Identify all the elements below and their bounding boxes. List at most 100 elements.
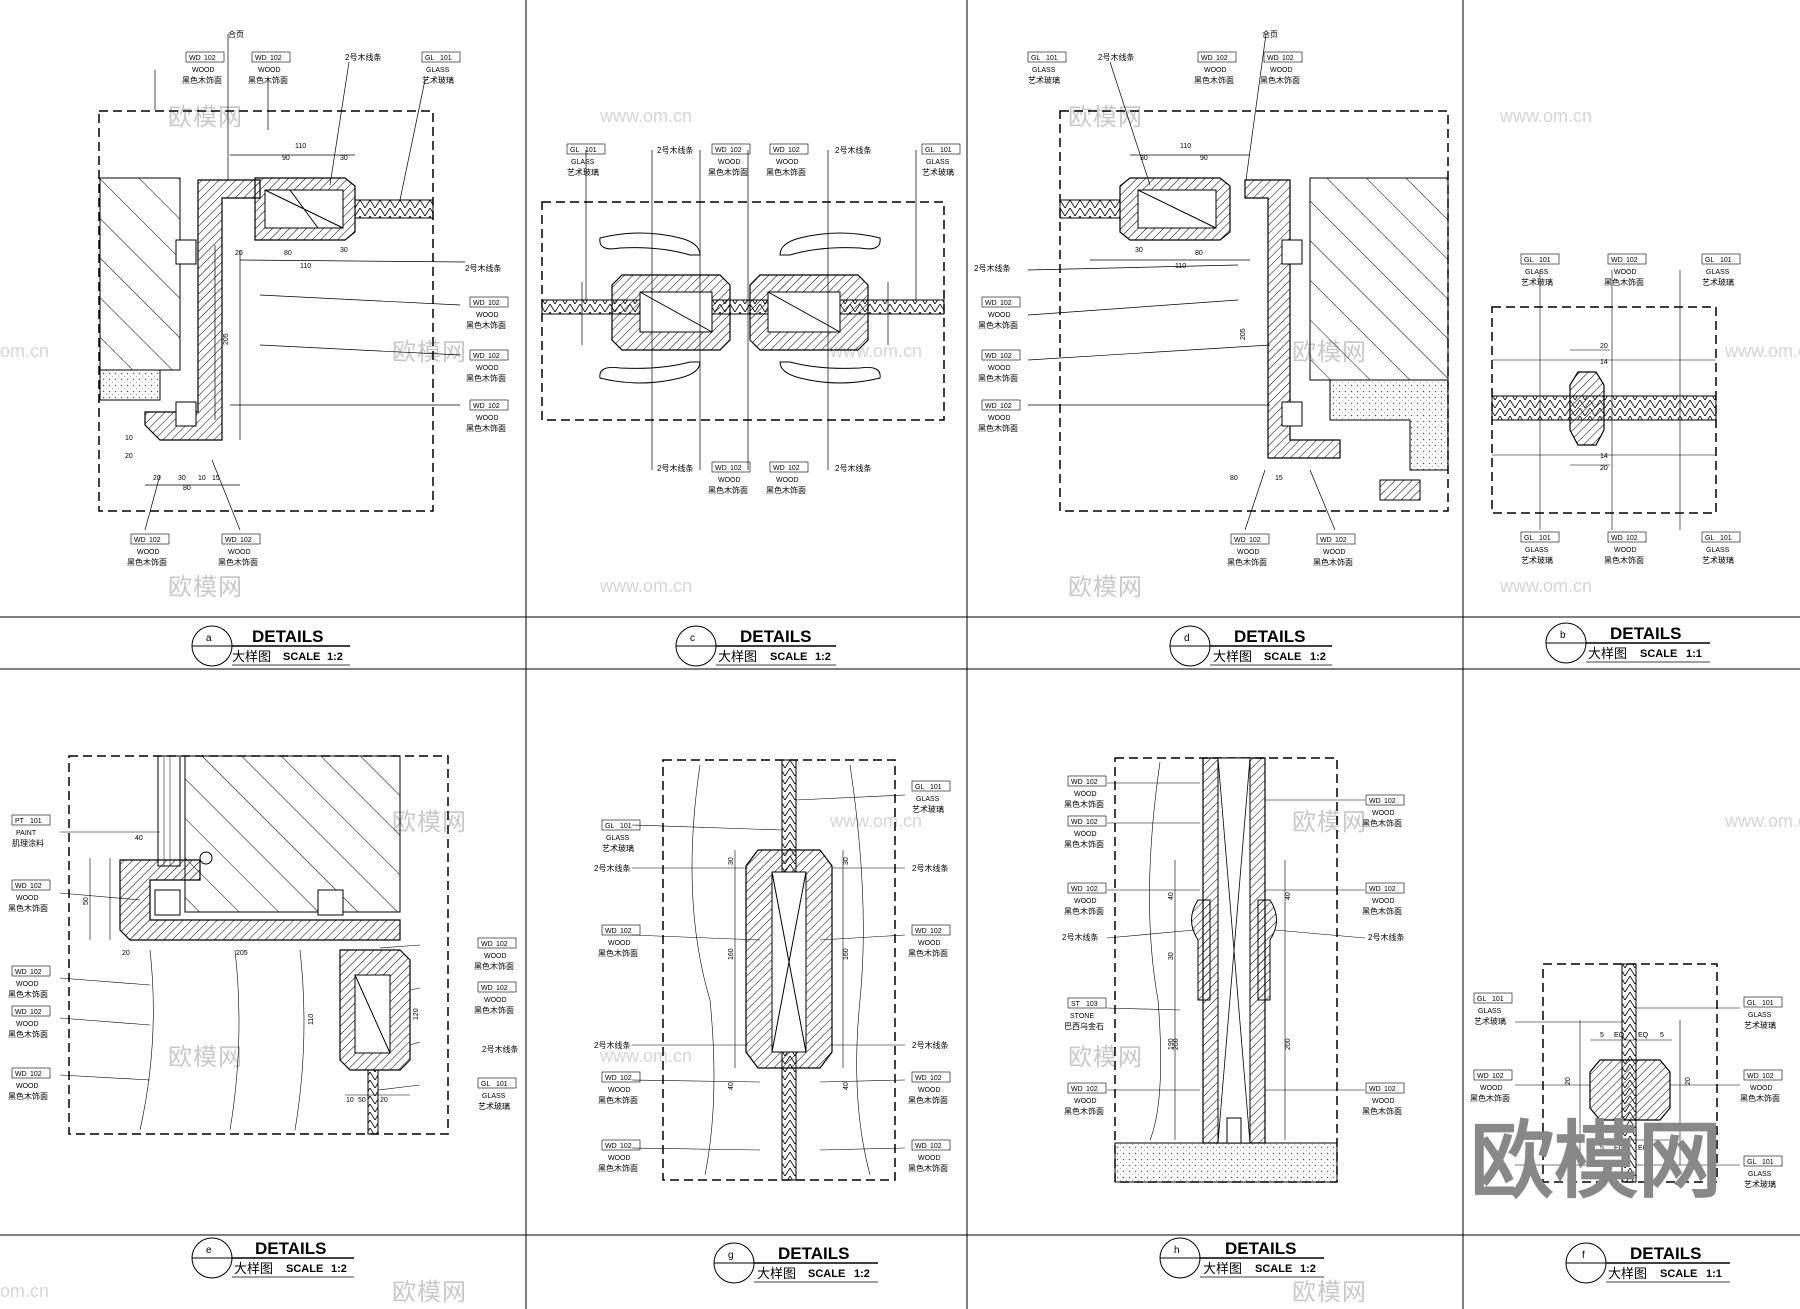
hinge-label: 合页 <box>1262 29 1278 39</box>
trim-label: 2号木线条 <box>1098 52 1134 62</box>
svg-text:102: 102 <box>620 928 632 935</box>
svg-text:WD: WD <box>473 300 485 307</box>
dim-label: 30 <box>1168 952 1175 960</box>
svg-text:GL: GL <box>925 147 934 154</box>
svg-text:101: 101 <box>440 55 452 62</box>
svg-text:101: 101 <box>930 784 942 791</box>
svg-text:WD: WD <box>773 465 785 472</box>
svg-text:WOOD: WOOD <box>16 1021 39 1028</box>
svg-text:GL: GL <box>570 147 579 154</box>
detail-subtitle: 大样图 <box>1203 1261 1242 1276</box>
svg-text:WD: WD <box>473 403 485 410</box>
svg-text:GLASS: GLASS <box>916 796 940 803</box>
scale-value: 1:1 <box>1706 1268 1722 1280</box>
trim-label: 2号木线条 <box>594 863 630 873</box>
detail-letter: h <box>1174 1245 1180 1256</box>
dim-label: 20 <box>1600 465 1608 472</box>
svg-text:WOOD: WOOD <box>608 1155 631 1162</box>
svg-text:WD: WD <box>1201 55 1213 62</box>
watermark-url: www.om.cn <box>829 811 922 831</box>
svg-text:WOOD: WOOD <box>137 549 160 556</box>
svg-text:黑色木饰面: 黑色木饰面 <box>1227 557 1267 567</box>
dim-label: 80 <box>284 250 292 257</box>
dim-label: 205 <box>1240 328 1247 340</box>
dim-label: 20 <box>122 950 130 957</box>
svg-text:WOOD: WOOD <box>988 365 1011 372</box>
svg-text:GLASS: GLASS <box>1478 1008 1502 1015</box>
svg-text:艺术玻璃: 艺术玻璃 <box>1521 277 1553 287</box>
svg-text:102: 102 <box>488 353 500 360</box>
trim-label: 2号木线条 <box>912 1040 948 1050</box>
svg-text:102: 102 <box>1384 886 1396 893</box>
dim-label: 110 <box>300 263 311 270</box>
svg-text:黑色木饰面: 黑色木饰面 <box>908 948 948 958</box>
svg-text:艺术玻璃: 艺术玻璃 <box>1521 555 1553 565</box>
dim-label: 30 <box>1140 155 1148 162</box>
svg-text:102: 102 <box>240 537 252 544</box>
svg-text:GL: GL <box>605 823 614 830</box>
watermark-brand: 欧模网 <box>1292 809 1367 836</box>
trim-label: 2号木线条 <box>482 1044 518 1054</box>
detail-title: DETAILS <box>1630 1244 1701 1263</box>
title-block-g: g DETAILS 大样图 SCALE 1:2 <box>713 1242 878 1284</box>
svg-text:黑色木饰面: 黑色木饰面 <box>766 485 806 495</box>
svg-text:艺术玻璃: 艺术玻璃 <box>1744 1020 1776 1030</box>
svg-text:102: 102 <box>204 55 216 62</box>
svg-text:101: 101 <box>1762 1159 1774 1166</box>
dim-label: 20 <box>153 475 161 482</box>
svg-text:WOOD: WOOD <box>484 953 507 960</box>
svg-text:WD: WD <box>915 928 927 935</box>
watermark-brand: 欧模网 <box>1068 104 1143 131</box>
svg-text:101: 101 <box>1720 535 1732 542</box>
trim-label: 2号木线条 <box>657 463 693 473</box>
svg-text:WD: WD <box>715 147 727 154</box>
svg-text:WOOD: WOOD <box>16 981 39 988</box>
title-block-a: a DETAILS 大样图 SCALE 1:2 <box>191 625 350 667</box>
dim-label: 20 <box>380 1097 388 1104</box>
svg-text:WD: WD <box>15 1009 27 1016</box>
svg-text:101: 101 <box>620 823 632 830</box>
dim-label: 30 <box>340 155 348 162</box>
detail-title: DETAILS <box>1234 627 1305 646</box>
svg-text:艺术玻璃: 艺术玻璃 <box>922 167 954 177</box>
svg-text:WOOD: WOOD <box>918 940 941 947</box>
svg-text:GLASS: GLASS <box>1525 547 1549 554</box>
detail-title: DETAILS <box>740 627 811 646</box>
svg-text:102: 102 <box>30 1009 42 1016</box>
svg-text:黑色木饰面: 黑色木饰面 <box>1064 799 1104 809</box>
svg-text:WOOD: WOOD <box>16 1083 39 1090</box>
svg-text:WD: WD <box>1369 886 1381 893</box>
svg-text:WOOD: WOOD <box>1750 1085 1773 1092</box>
svg-text:黑色木饰面: 黑色木饰面 <box>8 1091 48 1101</box>
title-block-h: h DETAILS 大样图 SCALE 1:2 <box>1159 1237 1324 1279</box>
title-block-d: d DETAILS 大样图 SCALE 1:2 <box>1169 625 1332 667</box>
svg-text:102: 102 <box>1626 535 1638 542</box>
scale-value: 1:2 <box>854 1268 870 1280</box>
svg-text:103: 103 <box>1086 1001 1098 1008</box>
svg-text:黑色木饰面: 黑色木饰面 <box>1064 1106 1104 1116</box>
svg-text:WD: WD <box>1071 819 1083 826</box>
svg-text:WD: WD <box>915 1143 927 1150</box>
scale-label: SCALE <box>283 651 320 663</box>
dim-label: 160 <box>843 948 850 960</box>
svg-text:WD: WD <box>1071 1086 1083 1093</box>
svg-text:WD: WD <box>985 353 997 360</box>
svg-text:GL: GL <box>1747 1159 1756 1166</box>
detail-subtitle: 大样图 <box>718 649 757 664</box>
